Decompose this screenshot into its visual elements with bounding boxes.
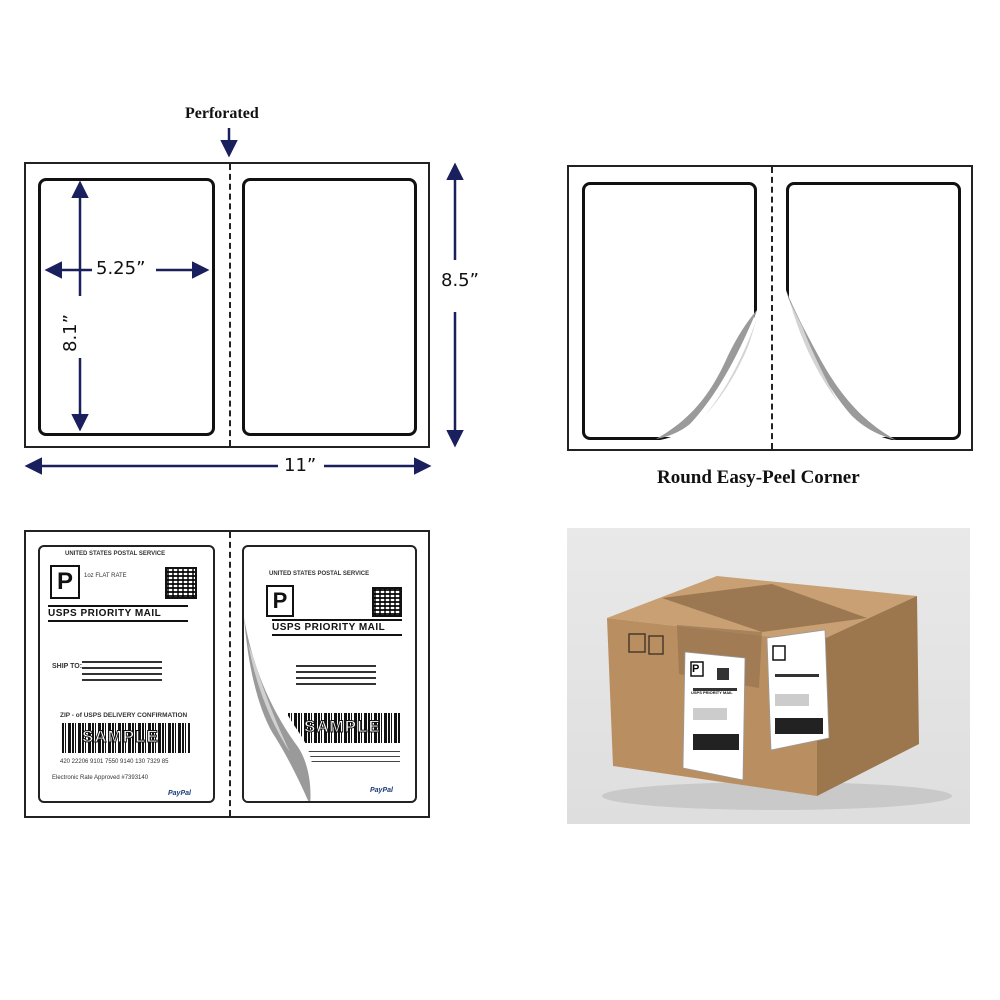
carrier-line-right: UNITED STATES POSTAL SERVICE bbox=[269, 571, 370, 577]
footer-line: Electronic Rate Approved #7393140 bbox=[52, 775, 149, 781]
box-label-p-icon: P bbox=[692, 663, 700, 675]
carrier-line: UNITED STATES POSTAL SERVICE bbox=[65, 551, 166, 557]
perforated-label: Perforated bbox=[185, 105, 259, 122]
priority-p-icon-right: P bbox=[266, 585, 294, 617]
address-lines bbox=[82, 661, 162, 683]
cardboard-box bbox=[602, 576, 952, 810]
tracking-number: 420 22206 9101 7550 9140 130 7329 85 bbox=[60, 759, 169, 765]
paypal-mark-left: PayPal bbox=[168, 790, 191, 797]
sample-watermark-right: SAMPLE bbox=[304, 717, 381, 737]
qr-code-left bbox=[165, 567, 197, 599]
printed-perforation-line bbox=[229, 532, 231, 816]
sheet-width-label: 11” bbox=[284, 455, 317, 476]
printed-label-left: UNITED STATES POSTAL SERVICE P 1oz FLAT … bbox=[38, 545, 215, 803]
label-left-blank bbox=[38, 178, 215, 436]
label-right-blank bbox=[242, 178, 417, 436]
service-banner: USPS PRIORITY MAIL bbox=[48, 605, 188, 622]
peel-perforation-line bbox=[771, 167, 773, 449]
tiny-rate-line: 1oz FLAT RATE bbox=[84, 573, 127, 579]
barcode-right bbox=[288, 713, 400, 743]
service-banner-right: USPS PRIORITY MAIL bbox=[272, 619, 402, 636]
barcode-left bbox=[62, 723, 190, 753]
shipping-box-photo: P USPS PRIORITY MAIL bbox=[567, 528, 970, 824]
peel-curl-printed bbox=[244, 617, 314, 801]
printed-label-right: UNITED STATES POSTAL SERVICE P USPS PRIO… bbox=[242, 545, 417, 803]
perforation-line bbox=[229, 164, 231, 446]
ship-to-label: SHIP TO: bbox=[52, 663, 83, 670]
sample-watermark-left: SAMPLE bbox=[82, 727, 159, 747]
qr-code-right bbox=[372, 587, 402, 617]
priority-p-icon: P bbox=[50, 565, 80, 599]
sheet-height-label: 8.5” bbox=[441, 270, 479, 291]
address-lines-right bbox=[296, 665, 376, 687]
box-label-service: USPS PRIORITY MAIL bbox=[691, 690, 733, 695]
width-label: 5.25” bbox=[96, 258, 146, 279]
paypal-mark-right: PayPal bbox=[370, 787, 393, 794]
tracking-lines-right bbox=[288, 751, 400, 765]
confirmation-line: ZIP - of USPS DELIVERY CONFIRMATION bbox=[60, 712, 188, 719]
easy-peel-caption: Round Easy-Peel Corner bbox=[657, 467, 860, 488]
